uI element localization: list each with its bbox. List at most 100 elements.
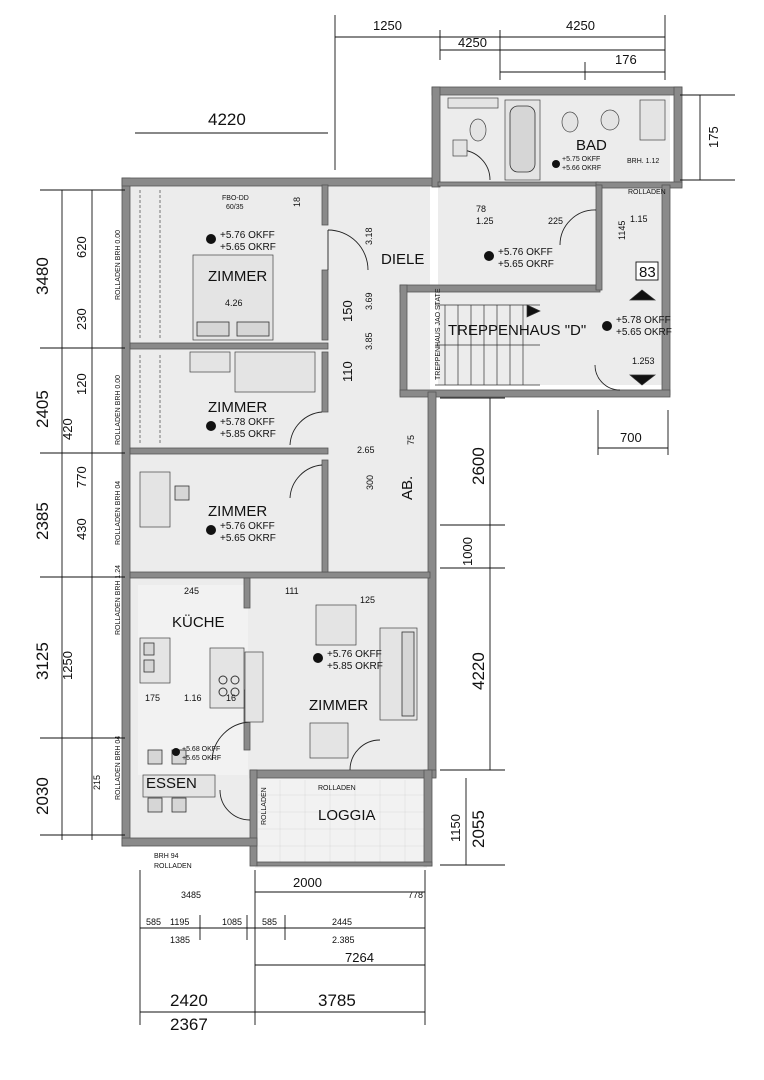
dimension-label: 770 [74, 466, 89, 488]
dimension-label: 585 [146, 917, 161, 927]
dimension-label: 2405 [33, 390, 52, 428]
tile-grid [258, 780, 425, 866]
closets [139, 190, 161, 445]
dimension-label: 225 [548, 216, 563, 226]
level-essen-okff: +5.68 OKFF [182, 746, 220, 753]
level-okff: +5.76 OKFF [327, 649, 382, 660]
unit-number: 83 [639, 264, 656, 281]
room-ab-label: AB. [399, 476, 416, 500]
dimension-labels: 1250 4250 4250 176 4220 175 3480 620 230… [33, 18, 721, 1034]
room-zimmer-1-label: ZIMMER [208, 268, 267, 285]
dimension-label: 778 [408, 890, 423, 900]
dimension-label: 700 [620, 430, 642, 445]
level-okrf: +5.65 OKRF [220, 533, 276, 544]
dimension-label: 430 [74, 518, 89, 540]
dimension-label: 1.25 [476, 216, 494, 226]
dimension-label: 3.85 [364, 332, 374, 350]
dimension-label: 2.65 [357, 445, 375, 455]
dimension-label: 215 [92, 775, 102, 790]
dimension-label: 1.15 [630, 214, 648, 224]
level-okrf: +5.85 OKRF [220, 429, 276, 440]
level-okff: +5.78 OKFF [220, 417, 275, 428]
dimension-label: 4250 [566, 18, 595, 33]
dimension-label: 176 [615, 52, 637, 67]
dimension-label: 7264 [345, 950, 374, 965]
level-labels: +5.76 OKFF +5.65 OKRF +5.78 OKFF +5.85 O… [182, 156, 672, 762]
floor-areas [130, 95, 670, 868]
dimension-label: 18 [292, 197, 302, 207]
dimension-label: 1385 [170, 935, 190, 945]
level-okrf: +5.85 OKRF [327, 661, 383, 672]
dimension-label: 75 [406, 435, 416, 445]
room-treppenhaus-label: TREPPENHAUS "D" [448, 322, 586, 339]
dimension-label: 3480 [33, 257, 52, 295]
armchair [315, 604, 357, 646]
brh-label: BRH. 1.12 [627, 158, 659, 165]
dimension-label: 230 [74, 308, 89, 330]
room-essen-label: ESSEN [146, 775, 197, 792]
level-okff: +5.78 OKFF [616, 315, 671, 326]
rolladen-label: ROLLADEN [318, 785, 356, 792]
dimension-label: 1150 [448, 814, 463, 842]
toilet [469, 118, 487, 142]
dimension-label: 2055 [469, 810, 488, 848]
dimension-label: 1145 [617, 221, 627, 240]
treppenhaus-side-label: TREPPENHAUS JAO STATE [435, 288, 442, 380]
dimension-label: 3485 [181, 890, 201, 900]
dimension-label: 150 [340, 300, 355, 322]
dimension-label: 620 [74, 236, 89, 258]
rolladen-label: ROLLADEN BRH 04 [115, 736, 122, 800]
level-markers [172, 160, 612, 756]
rolladen-label: ROLLADEN BRH 04 [115, 481, 122, 545]
level-okrf: +5.65 OKRF [498, 259, 554, 270]
dimension-label: 2420 [170, 991, 208, 1010]
stairs [435, 289, 657, 386]
dimension-label: 4220 [469, 652, 488, 690]
dimension-label: 2030 [33, 777, 52, 815]
dimension-label: 1.16 [184, 693, 202, 703]
dimension-label: 1.253 [632, 356, 655, 366]
rolladen-label: ROLLADEN BRH 1.24 [115, 565, 122, 635]
dimension-label: 16 [226, 693, 236, 703]
level-okrf: +5.65 OKRF [220, 242, 276, 253]
dimension-label: 175 [706, 126, 721, 148]
room-zimmer-3-label: ZIMMER [208, 503, 267, 520]
dimension-label: 78 [476, 204, 486, 214]
dimension-label: 1250 [60, 651, 75, 680]
armchair [309, 722, 349, 759]
dimension-label: 4.26 [225, 298, 243, 308]
dimension-label: 111 [285, 586, 299, 596]
desk [139, 471, 171, 528]
room-loggia-label: LOGGIA [318, 807, 376, 824]
rolladen-label: ROLLADEN [154, 863, 192, 870]
dimension-lines [40, 15, 735, 1025]
dimension-label: 3.69 [364, 292, 374, 310]
dimension-label: 2.385 [332, 935, 355, 945]
level-okrf: +5.65 OKRF [616, 327, 672, 338]
dimension-label: 2385 [33, 502, 52, 540]
level-bad-okrf: +5.66 OKRF [562, 165, 601, 172]
room-bad-label: BAD [576, 137, 607, 154]
dimension-label: 4220 [208, 110, 246, 129]
dining-table [142, 774, 216, 798]
dimension-label: 585 [262, 917, 277, 927]
walls [121, 86, 683, 867]
rolladen-label: ROLLADEN BRH 0.00 [115, 230, 122, 300]
dimension-label: 4250 [458, 35, 487, 50]
dimension-label: 3.18 [364, 227, 374, 245]
fbo-size-label: 60/35 [226, 204, 244, 211]
dimension-label: 175 [145, 693, 160, 703]
level-okff: +5.76 OKFF [220, 521, 275, 532]
dimension-label: 300 [365, 475, 375, 490]
dimension-label: 2600 [469, 447, 488, 485]
dimension-label: 420 [60, 418, 75, 440]
dimension-label: 1250 [373, 18, 402, 33]
rolladen-label: ROLLADEN BRH 0.00 [115, 375, 122, 445]
dimension-label: 2445 [332, 917, 352, 927]
annotations: FBO-DD 60/35 BRH. 1.12 ROLLADEN ROLLADEN… [115, 158, 666, 870]
dimension-label: 1195 [170, 917, 189, 927]
level-bad-okff: +5.75 OKFF [562, 156, 600, 163]
dimension-label: 1085 [222, 917, 242, 927]
dimension-label: 3785 [318, 991, 356, 1010]
